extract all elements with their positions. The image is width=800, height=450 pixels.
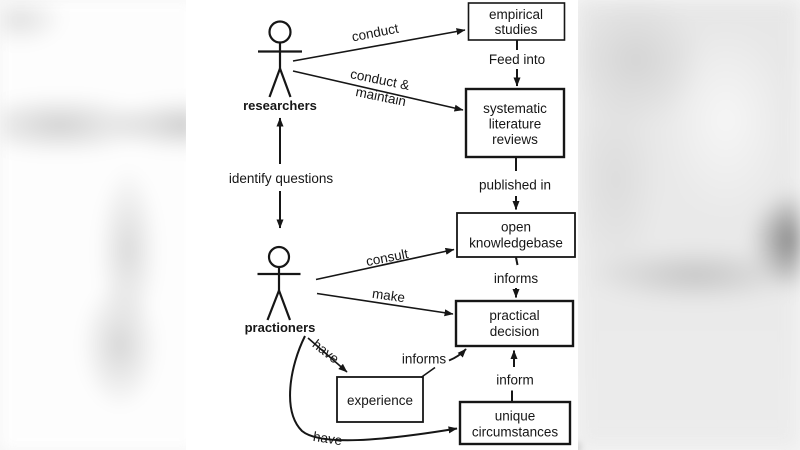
have-experience-arrow [307,337,348,373]
researchers-actor-figure: researchers [243,20,317,113]
make-arrow [316,292,454,317]
make-label: make [371,286,406,305]
node-empirical-studies: empirical studies [467,2,566,41]
informs-label: informs [494,271,539,286]
edge-have-experience: have [307,337,348,373]
conduct-maintain-arrow [292,70,464,112]
consult-arrow [315,247,455,281]
conduct-arrow [292,28,466,62]
okb-line1: open [501,220,531,235]
experience-line1: experience [347,393,413,408]
slr-line3: reviews [492,132,538,147]
decision-line1: practical [489,308,539,323]
edge-conduct-maintain: conduct & maintain [292,66,464,112]
experience-informs-stub [420,366,436,379]
empirical-studies-line1: empirical [489,7,543,22]
edge-consult: consult [315,246,455,281]
slr-line2: literature [489,117,542,132]
edge-experience-informs: informs [402,348,467,379]
consult-label: consult [365,246,410,269]
background-blur-left [0,0,196,450]
identify-questions-label: identify questions [229,171,334,186]
edge-make: make [316,286,454,317]
unique-line1: unique [495,409,536,424]
experience-informs-label: informs [402,352,447,367]
have-unique-label: have [312,429,343,448]
okb-line2: knowledgebase [469,236,563,251]
feed-into-label: Feed into [489,52,545,67]
practioners-label: practioners [245,320,316,335]
edge-published-in: published in [479,157,551,210]
empirical-studies-line2: studies [495,22,538,37]
open-knowledgebase-box [456,212,576,258]
researchers-head-icon [268,20,292,44]
practioners-head-icon [267,245,291,269]
concept-diagram: researchers practioners empirical studie… [229,2,576,448]
practical-decision-box [454,299,575,348]
edge-have-unique: have [289,335,458,448]
researchers-label: researchers [243,98,317,113]
unique-line2: circumstances [472,425,559,440]
background-blur-right [576,0,800,450]
node-open-knowledgebase: open knowledgebase [456,212,576,258]
have-unique-arrow [289,335,458,442]
experience-informs-arrow [448,348,467,362]
edge-feed-into: Feed into [489,40,545,87]
have-experience-label: have [310,337,342,367]
decision-line2: decision [490,324,540,339]
diagram-page: researchers practioners empirical studie… [186,0,578,450]
practioners-legs-icon [266,290,292,321]
inform-label: inform [496,373,534,388]
edge-conduct: conduct [292,21,466,62]
edge-inform: inform [496,350,534,402]
edge-informs-decision: informs [494,257,539,298]
practioners-actor-figure: practioners [245,245,316,335]
informs-stub [515,257,519,266]
edge-identify-questions: identify questions [229,117,334,229]
experience-box [336,376,424,423]
conduct-label: conduct [350,21,400,45]
empirical-studies-box [467,2,566,41]
node-experience: experience [336,376,424,423]
slr-line1: systematic [483,101,547,116]
researchers-legs-icon [268,68,292,98]
published-in-label: published in [479,178,551,193]
node-systematic-literature-reviews: systematic literature reviews [464,87,566,159]
node-unique-circumstances: unique circumstances [458,400,572,446]
node-practical-decision: practical decision [454,299,575,348]
unique-circumstances-box [458,400,572,446]
